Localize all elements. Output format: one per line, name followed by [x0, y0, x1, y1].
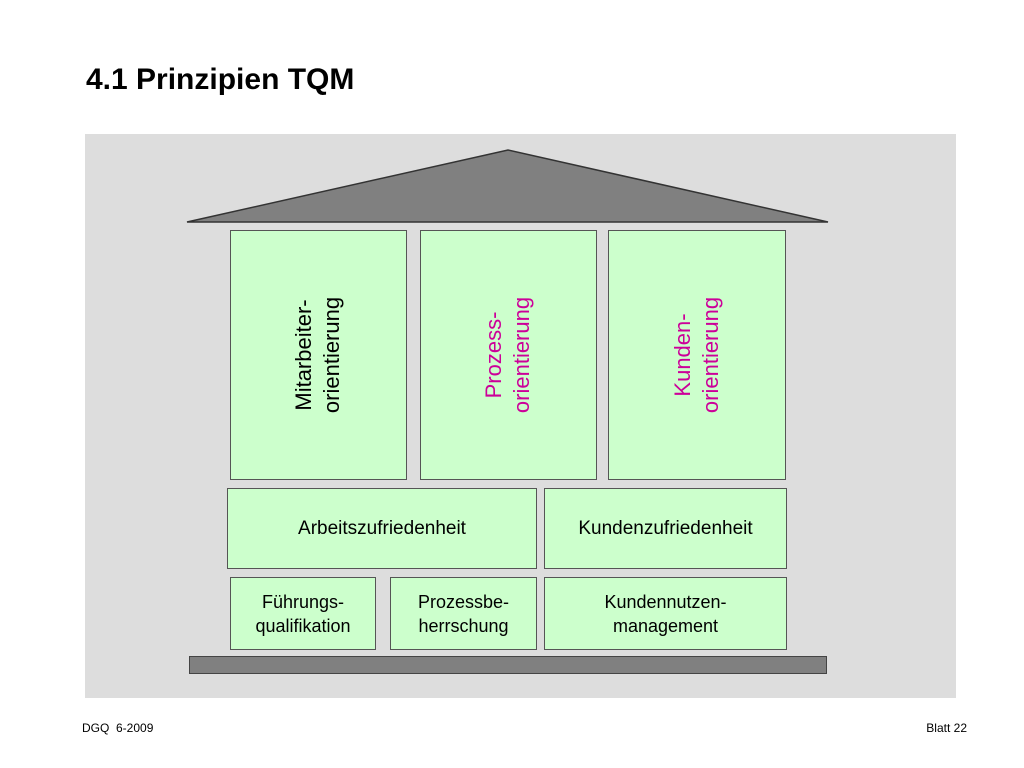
- pillar-mitarbeiterorientierung: Mitarbeiter- orientierung: [230, 230, 407, 480]
- box-prozessbeherrschung: Prozessbe- herrschung: [390, 577, 537, 650]
- foundation-label: Kundennutzen- management: [604, 590, 726, 638]
- footer-page-number: Blatt 22: [926, 721, 967, 735]
- foundation-label: Prozessbe- herrschung: [418, 590, 509, 638]
- pillar-label-line1: Kunden-: [670, 313, 695, 397]
- foundation-label-line1: Führungs-: [261, 591, 345, 612]
- foundation-label-line2: management: [612, 615, 719, 636]
- foundation-label-line1: Prozessbe-: [417, 591, 510, 612]
- house-roof: [186, 149, 829, 223]
- roof-triangle: [186, 149, 829, 223]
- box-fuehrungsqualifikation: Führungs- qualifikation: [230, 577, 376, 650]
- foundation-label: Führungs- qualifikation: [255, 590, 350, 638]
- box-kundenzufriedenheit: Kundenzufriedenheit: [544, 488, 787, 569]
- pillar-label: Kunden- orientierung: [669, 297, 725, 413]
- satisfaction-label: Arbeitszufriedenheit: [298, 517, 466, 539]
- slide-title: 4.1 Prinzipien TQM: [86, 63, 355, 96]
- pillar-label-line1: Prozess-: [481, 311, 507, 399]
- house-foundation-base: [189, 656, 827, 674]
- footer-left: DGQ 6-2009: [82, 721, 154, 735]
- pillar-label-line1: Mitarbeiter-: [291, 299, 317, 411]
- box-arbeitszufriedenheit: Arbeitszufriedenheit: [227, 488, 537, 569]
- pillar-label-line2: orientierung: [509, 296, 535, 414]
- pillar-kundenorientierung: Kunden- orientierung: [608, 230, 786, 480]
- pillar-prozessorientierung: Prozess- orientierung: [420, 230, 597, 480]
- foundation-label-line2: qualifikation: [255, 615, 351, 636]
- pillar-label: Mitarbeiter- orientierung: [291, 297, 347, 413]
- foundation-label-line1: Kundennutzen-: [604, 591, 727, 612]
- tqm-house-diagram: Mitarbeiter- orientierung Prozess- orien…: [85, 134, 956, 698]
- satisfaction-label: Kundenzufriedenheit: [578, 517, 753, 539]
- foundation-label-line2: herrschung: [418, 615, 509, 636]
- box-kundennutzenmanagement: Kundennutzen- management: [544, 577, 787, 650]
- pillar-label-line2: orientierung: [698, 296, 723, 414]
- pillar-label: Prozess- orientierung: [481, 297, 537, 413]
- pillar-label-line2: orientierung: [319, 296, 345, 414]
